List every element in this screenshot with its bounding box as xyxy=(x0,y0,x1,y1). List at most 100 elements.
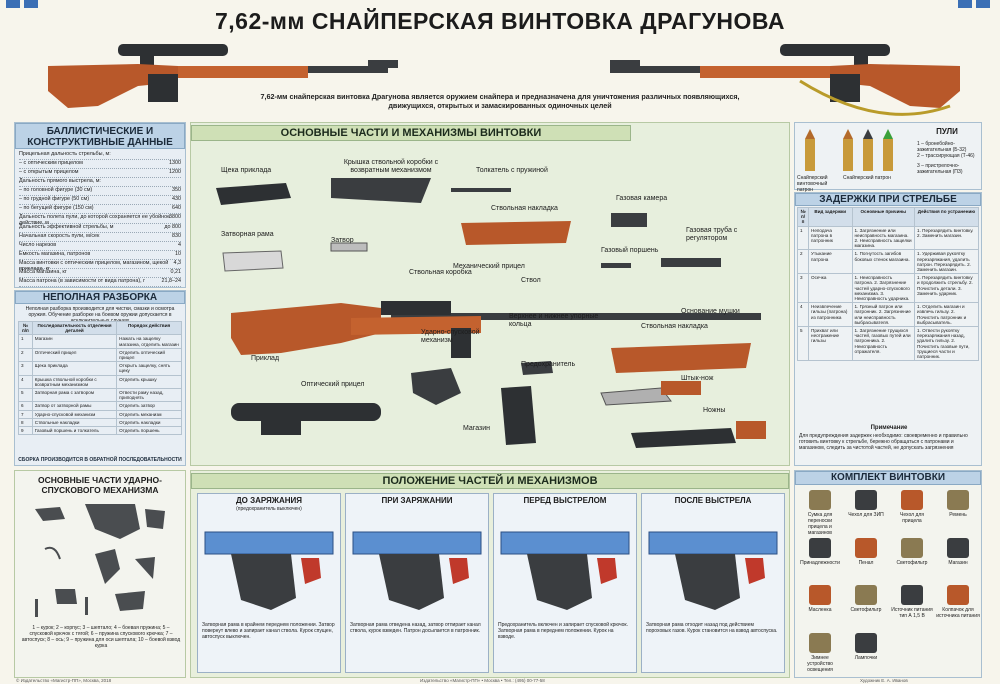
cartridge-icon xyxy=(805,129,815,171)
trigger-parts-header: ОСНОВНЫЕ ЧАСТИ УДАРНО-СПУСКОВОГО МЕХАНИЗ… xyxy=(38,475,162,495)
kit-item-icon xyxy=(901,537,923,558)
ballistic-row-value: 4,3 xyxy=(173,259,182,266)
ballistic-row-value: до 800 xyxy=(164,223,181,230)
label-pusher: Толкатель с пружиной xyxy=(476,167,548,174)
table-cell: Отделить затвор xyxy=(116,401,182,411)
table-cell: 1. Удерживая рукоятку перезаряжания, уда… xyxy=(914,249,979,275)
mechanism-diagram xyxy=(204,531,334,610)
table-cell: 1. Загрязнение трущихся частей, газовых … xyxy=(851,326,916,362)
kit-item: Масленка xyxy=(797,582,843,630)
kit-item-label: Чехол для прицела xyxy=(900,512,924,524)
scope-icon xyxy=(231,403,381,435)
table-cell: 1. Перезарядить винтовку. 2. Заменить ма… xyxy=(914,225,979,251)
kit-item-icon xyxy=(855,585,877,605)
safety-icon xyxy=(521,361,553,375)
kit-header: КОМПЛЕКТ ВИНТОВКИ xyxy=(795,471,981,485)
label-front-sight: Основание мушки xyxy=(681,308,740,315)
ballistic-header: БАЛЛИСТИЧЕСКИЕ И КОНСТРУКТИВНЫЕ ДАННЫЕ xyxy=(15,123,185,149)
positions-header: ПОЛОЖЕНИЕ ЧАСТЕЙ И МЕХАНИЗМОВ xyxy=(191,473,789,489)
kit-item-icon xyxy=(855,490,877,510)
table-cell: Затвор от затворной рамы xyxy=(31,401,118,411)
kit-item-label: Сумка для переноски прицела и магазинов xyxy=(807,512,833,536)
magazine-icon xyxy=(501,386,536,445)
position-text: Затворная рама в крайнем переднем положе… xyxy=(202,622,335,640)
label-rings: Верхнее и нижнее упорные кольца xyxy=(509,313,599,328)
ballistic-row-label: Масса магазина, кг xyxy=(19,268,67,275)
cartridge1-label: Снайперский винтовочный патрон xyxy=(797,175,828,193)
position-title: ПЕРЕД ВЫСТРЕЛОМ xyxy=(523,496,607,505)
kit-item: Колпачок для источника питания xyxy=(935,582,981,630)
gas-tube-icon xyxy=(661,258,721,267)
delays-panel: ЗАДЕРЖКИ ПРИ СТРЕЛЬБЕ № п/п Вид задержки… xyxy=(794,192,982,466)
kit-grid: Сумка для переноски прицела и магазинов Ч… xyxy=(797,487,981,677)
trigger-icon xyxy=(35,504,165,617)
label-bolt: Затвор xyxy=(331,237,354,244)
ballistic-row-label: Прицельная дальность стрельбы, м: xyxy=(19,151,111,157)
table-cell: 4 xyxy=(18,374,33,390)
kit-item-label: Принадлежности xyxy=(800,559,840,566)
kit-item-label: Зимнее устройство освещения xyxy=(807,654,833,673)
kit-item-icon xyxy=(901,585,923,605)
cartridge-icon xyxy=(883,129,893,171)
label-safety: Предохранитель xyxy=(521,361,576,368)
table-cell: Отделить накладки xyxy=(116,417,182,428)
positions-row: ДО ЗАРЯЖАНИЯ(предохранитель выключен)Зат… xyxy=(195,493,787,675)
delays-header: ЗАДЕРЖКИ ПРИ СТРЕЛЬБЕ xyxy=(795,193,981,206)
ballistic-row-label: Число нарезов xyxy=(19,241,57,248)
intro-text: 7,62-мм снайперская винтовка Драгунова я… xyxy=(260,92,740,110)
kit-item: Светофильтр xyxy=(889,535,935,583)
label-bayonet: Штык-нож xyxy=(681,375,714,382)
table-cell: Магазин xyxy=(31,334,118,349)
kit-item-label: Магазин xyxy=(948,559,968,566)
trigger-parts-legend: 1 – курок; 2 – корпус; 3 – шептало; 4 – … xyxy=(21,625,181,649)
ballistic-row: – по грудной фигуре (50 см)430 xyxy=(19,196,181,206)
kit-item-icon xyxy=(901,490,923,510)
kit-item-label: Чехол для ЗИП xyxy=(848,512,884,518)
table-cell: Отделить оптический прицел xyxy=(116,347,182,363)
footer-right: Художник Е. А. Иванов xyxy=(860,678,908,683)
trigger-parts-panel: ОСНОВНЫЕ ЧАСТИ УДАРНО-СПУСКОВОГО МЕХАНИЗ… xyxy=(14,470,186,678)
kit-item-icon xyxy=(947,490,969,510)
kit-item: Зимнее устройство освещения xyxy=(797,630,843,678)
table-cell: Осечка xyxy=(808,273,853,304)
rifle-right-illustration xyxy=(610,44,960,116)
table-cell: Щека приклада xyxy=(31,361,118,376)
label-scope: Оптический прицел xyxy=(301,381,365,388)
bullet-type-1: 1 – бронебойно-зажигательная (Б-32) xyxy=(917,141,967,153)
mechanism-diagram xyxy=(648,531,778,610)
kit-item-label: Лампочки xyxy=(854,654,878,661)
corner-mark xyxy=(24,0,38,8)
position-title: ПРИ ЗАРЯЖАНИИ xyxy=(381,496,453,505)
label-magazine: Магазин xyxy=(463,425,491,432)
ballistic-row: Масса патрона (в зависимости от вида пат… xyxy=(19,278,181,287)
table-cell: Затворная рама с затвором xyxy=(31,388,118,403)
label-gas-tube: Газовая труба с регулятором xyxy=(686,227,738,242)
mechanism-icon xyxy=(648,531,778,610)
table-cell: 3 xyxy=(18,361,33,376)
table-cell: 9 xyxy=(18,426,33,436)
ballistic-row-value: 350 xyxy=(172,187,181,194)
ballistic-row-value: 1300 xyxy=(169,160,181,167)
bolt-icon xyxy=(330,242,368,252)
ballistic-row-label: – с открытым прицелом xyxy=(19,169,79,176)
kit-item-label: Колпачок для источника питания xyxy=(936,607,980,619)
kit-item: Источник питания тип А 1,5 В xyxy=(889,582,935,630)
ballistic-row-value: 640 xyxy=(172,205,181,212)
table-cell: Крышка ствольной коробки с возвратным ме… xyxy=(31,374,118,390)
ballistic-row-label: Начальная скорость пули, м/сек xyxy=(19,232,100,239)
position-title: ПОСЛЕ ВЫСТРЕЛА xyxy=(674,496,752,505)
